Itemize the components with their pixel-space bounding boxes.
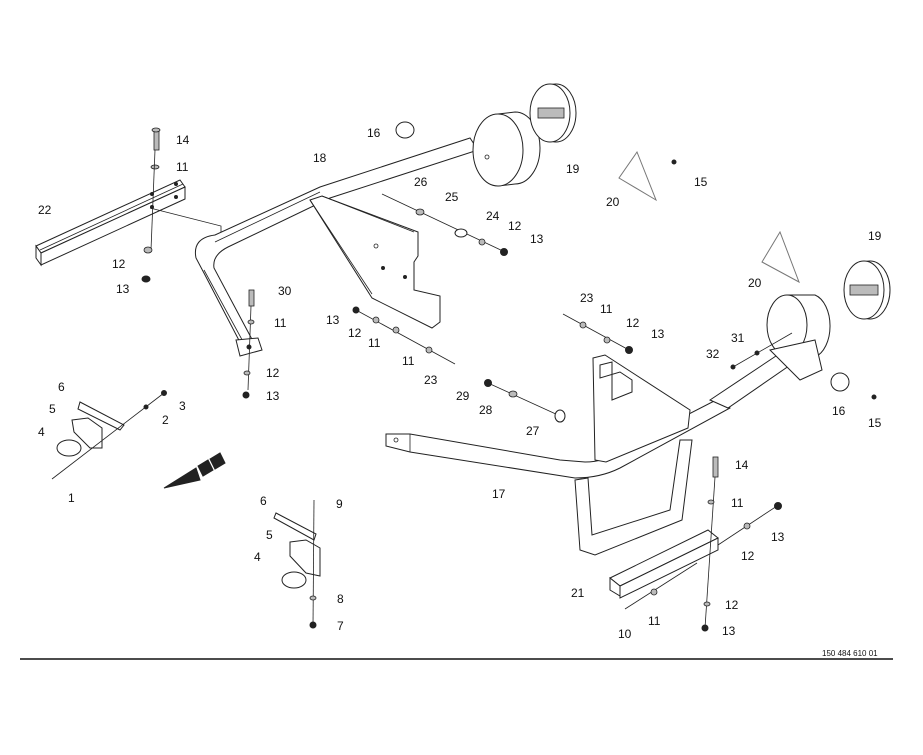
- callout-18: 18: [313, 151, 327, 165]
- callout-12: 12: [741, 549, 755, 563]
- callout-19: 19: [566, 162, 580, 176]
- lamp-bracket-assembly-center: [273, 499, 321, 629]
- callout-5: 5: [266, 528, 273, 542]
- callout-11: 11: [274, 316, 287, 330]
- callout-6: 6: [58, 380, 65, 394]
- callout-11: 11: [600, 302, 613, 316]
- callout-13: 13: [266, 389, 280, 403]
- part-22-channel-beam: [35, 179, 186, 267]
- callout-13: 13: [722, 624, 736, 638]
- callout-28: 28: [479, 403, 493, 417]
- callout-20: 20: [748, 276, 762, 290]
- part-16-reflector-lower: [830, 372, 850, 392]
- callout-32: 32: [706, 347, 720, 361]
- callout-12: 12: [112, 257, 126, 271]
- callout-13: 13: [116, 282, 130, 296]
- step-frame: [574, 439, 693, 556]
- lamp-housing-upper: [472, 111, 541, 187]
- lower-tray: [592, 354, 691, 463]
- callout-31: 31: [731, 331, 745, 345]
- part-20-triangle-reflector-upper: [618, 150, 658, 202]
- callout-4: 4: [38, 425, 45, 439]
- lamp-housing-lower: [766, 294, 831, 381]
- callout-15: 15: [868, 416, 882, 430]
- hardware-29-28-27: [484, 379, 566, 423]
- hardware-axle-bolt: [381, 193, 508, 256]
- callout-13: 13: [530, 232, 544, 246]
- lamp-bracket-assembly-left: [51, 390, 167, 480]
- callout-13: 13: [326, 313, 340, 327]
- part-15-screw-upper: [671, 159, 677, 165]
- callout-21: 21: [571, 586, 585, 600]
- hardware-tray-bolt: [562, 313, 633, 354]
- part-20-triangle-reflector-lower: [761, 230, 800, 284]
- callout-26: 26: [414, 175, 428, 189]
- callout-5: 5: [49, 402, 56, 416]
- callout-12: 12: [266, 366, 280, 380]
- callout-8: 8: [337, 592, 344, 606]
- callout-30: 30: [278, 284, 292, 298]
- callout-16: 16: [832, 404, 846, 418]
- callout-17: 17: [492, 487, 506, 501]
- callout-23: 23: [424, 373, 438, 387]
- callout-7: 7: [337, 619, 344, 633]
- part-19-tail-lamp-lower: [843, 260, 891, 320]
- hardware-31-32: [730, 332, 793, 370]
- callout-9: 9: [336, 497, 343, 511]
- callout-13: 13: [771, 530, 785, 544]
- callout-27: 27: [526, 424, 540, 438]
- hardware-22: [141, 127, 222, 283]
- callout-14: 14: [176, 133, 190, 147]
- callout-24: 24: [486, 209, 500, 223]
- callout-2: 2: [162, 413, 169, 427]
- callout-12: 12: [626, 316, 640, 330]
- callout-labels: 14 11 22 12 13 16 18 19 20 15 26 25 24 1…: [38, 126, 882, 641]
- drawing-number: 150 484 610 01: [822, 649, 878, 658]
- callout-13: 13: [651, 327, 665, 341]
- callout-11: 11: [176, 160, 189, 174]
- callout-1: 1: [68, 491, 75, 505]
- callout-16: 16: [367, 126, 381, 140]
- callout-11: 11: [368, 336, 381, 350]
- callout-19: 19: [868, 229, 882, 243]
- callout-12: 12: [508, 219, 522, 233]
- callout-11: 11: [648, 614, 661, 628]
- hardware-bracket-bolt: [352, 306, 456, 365]
- callout-14: 14: [735, 458, 749, 472]
- part-18-upper-frame: [194, 137, 479, 357]
- callout-22: 22: [38, 203, 52, 217]
- callout-20: 20: [606, 195, 620, 209]
- callout-10: 10: [618, 627, 632, 641]
- travel-direction-arrow-icon: [163, 452, 226, 489]
- callout-11: 11: [402, 354, 415, 368]
- part-19-tail-lamp-upper: [529, 83, 577, 143]
- callout-15: 15: [694, 175, 708, 189]
- callout-3: 3: [179, 399, 186, 413]
- part-15-screw-lower: [871, 394, 877, 400]
- hardware-leg: [242, 289, 255, 399]
- callout-11: 11: [731, 496, 744, 510]
- callout-29: 29: [456, 389, 470, 403]
- callout-23: 23: [580, 291, 594, 305]
- callout-25: 25: [445, 190, 459, 204]
- part-16-reflector-upper: [395, 121, 415, 139]
- callout-6: 6: [260, 494, 267, 508]
- part-21-step-channel: [609, 529, 719, 599]
- callout-4: 4: [254, 550, 261, 564]
- hardware-step: [624, 456, 782, 632]
- callout-12: 12: [348, 326, 362, 340]
- callout-12: 12: [725, 598, 739, 612]
